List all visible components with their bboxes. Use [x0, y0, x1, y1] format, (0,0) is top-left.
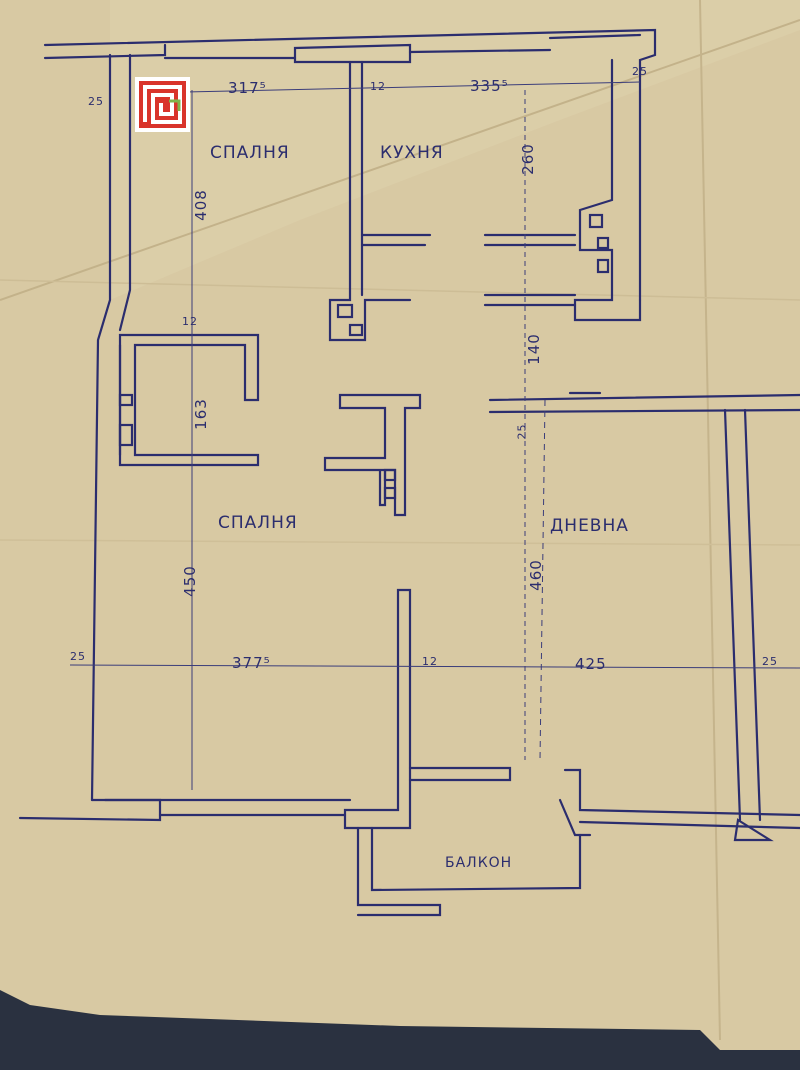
dim-bottom-right-wall: 25 [762, 655, 778, 668]
dim-partition-top: 12 [370, 80, 386, 93]
dim-height-bedroom-main: 450 [180, 565, 199, 597]
dim-living-wall: 25 [515, 423, 529, 440]
dim-partition-mid: 12 [182, 315, 198, 328]
dim-width-bedroom-main: 377⁵ [232, 654, 271, 672]
room-label-living: ДНЕВНА [550, 516, 629, 536]
room-label-bedroom-main: СПАЛНЯ [218, 513, 298, 533]
agency-logo [135, 77, 190, 132]
dim-height-bath: 163 [191, 398, 210, 430]
dim-height-kitchen: 260 [518, 143, 537, 175]
room-label-balcony: БАЛКОН [445, 855, 513, 871]
dim-bottom-left-wall: 25 [70, 650, 86, 663]
room-label-kitchen: КУХНЯ [380, 143, 444, 163]
dim-top-left-wall: 25 [88, 95, 104, 108]
meander-logo-icon [139, 81, 186, 128]
dim-width-bedroom-top: 317⁵ [228, 79, 267, 97]
dim-partition-bottom: 12 [422, 655, 438, 668]
dim-width-living: 425 [575, 655, 607, 673]
dim-top-right-wall: 25 [632, 65, 648, 78]
dim-height-bedroom-top: 408 [191, 189, 210, 221]
dim-width-kitchen: 335⁵ [470, 77, 509, 95]
dim-height-living: 460 [526, 559, 545, 591]
room-label-bedroom-top: СПАЛНЯ [210, 143, 290, 163]
dim-height-corridor: 140 [524, 333, 543, 365]
